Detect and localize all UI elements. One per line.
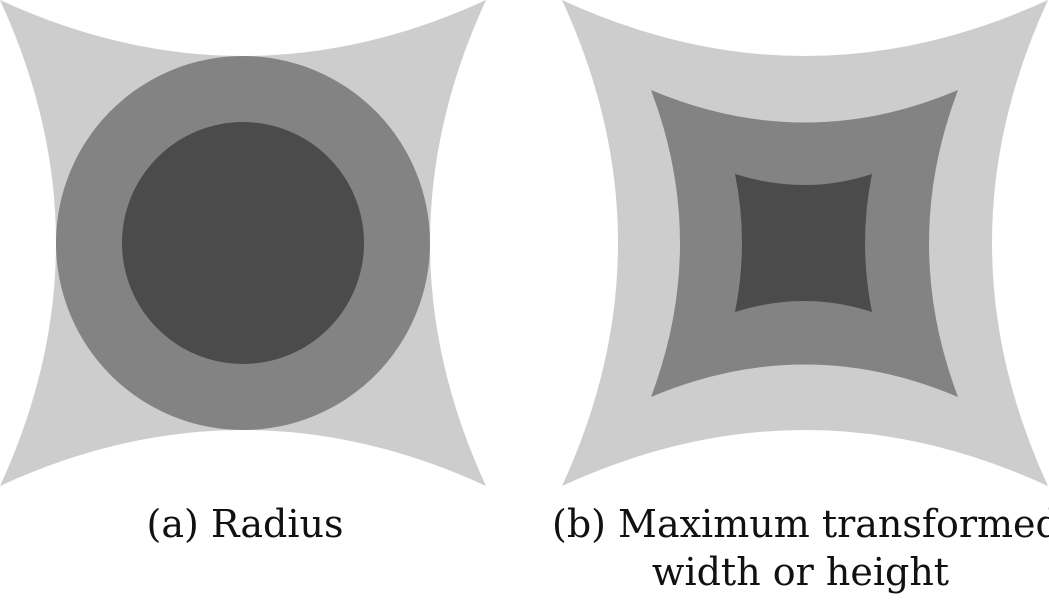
panel-b-inner-square [735,174,872,312]
panel-a-inner-circle [122,122,364,364]
panel-b-caption-line2: width or height [651,550,950,594]
panel-b-caption: (b) Maximum transformed width or height [552,500,1049,596]
panel-a-caption-text: (a) Radius [146,502,344,546]
panel-b-max-transformed [562,0,1048,486]
panel-b-caption-line1: (b) Maximum transformed [552,502,1049,546]
panel-a-radius [0,0,486,486]
panel-a-caption: (a) Radius [130,500,360,548]
